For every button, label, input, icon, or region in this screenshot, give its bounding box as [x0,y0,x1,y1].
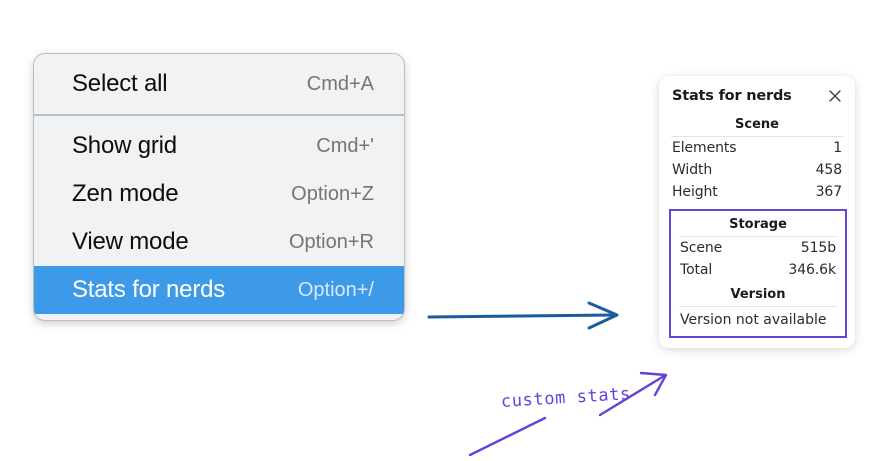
menu-group-2: Show grid Cmd+' Zen mode Option+Z View m… [34,114,404,320]
menu-item-shortcut: Cmd+A [306,72,374,95]
version-text: Version not available [680,312,827,328]
menu-item-stats-for-nerds[interactable]: Stats for nerds Option+/ [34,266,404,314]
stat-row-elements: Elements 1 [659,137,855,159]
stat-value: 515b [800,240,836,256]
menu-item-show-grid[interactable]: Show grid Cmd+' [34,122,404,170]
stat-row-height: Height 367 [659,181,855,203]
custom-stats-highlight-box: Storage Scene 515b Total 346.6k Version … [669,209,847,338]
menu-item-shortcut: Option+/ [297,278,374,301]
stat-value: 458 [815,162,843,178]
stat-value: 367 [815,184,843,200]
menu-item-select-all[interactable]: Select all Cmd+A [34,60,404,108]
callout-text-custom-stats: custom stats [500,384,632,412]
menu-item-label: Zen mode [72,180,179,207]
divider [679,236,837,237]
stat-row-storage-scene: Scene 515b [671,237,845,259]
stat-value: 346.6k [788,262,836,278]
menu-item-shortcut: Option+R [288,230,374,253]
panel-title: Stats for nerds [672,88,792,104]
flow-arrow [427,301,619,330]
menu-item-label: Show grid [72,132,177,159]
section-heading-scene: Scene [735,117,779,132]
menu-item-shortcut: Cmd+' [316,134,374,157]
stat-row-width: Width 458 [659,159,855,181]
divider [671,136,843,137]
section-heading-storage: Storage [729,217,787,232]
stat-key: Width [672,162,713,178]
stat-key: Height [672,184,718,200]
menu-item-label: Select all [72,70,168,97]
menu-item-label: Stats for nerds [72,276,226,303]
stat-key: Scene [680,240,723,256]
close-icon[interactable] [827,88,843,104]
menu-item-shortcut: Option+Z [291,182,374,205]
stat-value: 1 [833,140,842,156]
canvas-context-menu[interactable]: Select all Cmd+A Show grid Cmd+' Zen mod… [33,53,405,321]
menu-item-label: View mode [72,228,189,255]
stat-row-storage-total: Total 346.6k [671,259,845,281]
menu-group-1: Select all Cmd+A [34,54,404,114]
divider [679,306,837,307]
stat-key: Elements [672,140,737,156]
stat-key: Total [680,262,713,278]
stats-for-nerds-panel: Stats for nerds Scene Elements 1 Width 4… [659,76,855,348]
menu-item-view-mode[interactable]: View mode Option+R [34,218,404,266]
callout-tail-stroke [468,416,547,457]
menu-item-zen-mode[interactable]: Zen mode Option+Z [34,170,404,218]
panel-header: Stats for nerds [659,86,855,104]
section-heading-version: Version [730,287,786,302]
